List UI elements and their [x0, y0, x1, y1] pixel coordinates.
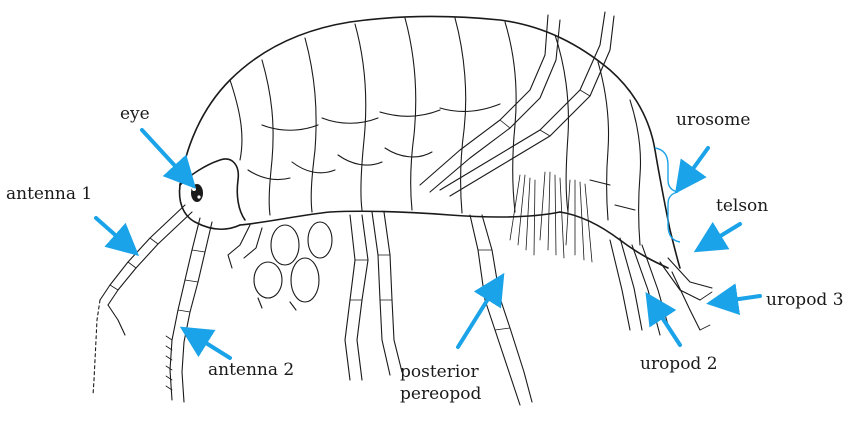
label-eye: eye — [120, 104, 150, 124]
label-uropod-2: uropod 2 — [640, 354, 718, 374]
label-pereopod: pereopod — [400, 384, 481, 404]
arrow-eye — [142, 130, 188, 180]
uropods — [610, 238, 712, 335]
label-antenna-2: antenna 2 — [208, 360, 294, 380]
label-urosome: urosome — [676, 110, 750, 130]
label-uropod-3: uropod 3 — [766, 290, 844, 310]
body-outline — [180, 16, 680, 268]
arrow-uropod-3 — [718, 296, 760, 302]
arrow-uropod-2 — [652, 302, 680, 345]
arrow-telson — [704, 224, 740, 246]
arrow-posterior-pereopod — [458, 283, 498, 347]
antenna-2-shape — [166, 218, 212, 402]
posterior-pereopod-shape — [420, 12, 614, 405]
label-posterior: posterior — [400, 362, 479, 382]
middle-pereopods — [345, 212, 402, 380]
body-segments — [230, 18, 641, 245]
antenna-1-shape — [93, 205, 192, 395]
urosome-bracket — [655, 148, 680, 242]
annotation-arrows — [96, 130, 760, 358]
arrow-antenna-2 — [190, 333, 230, 358]
eye-shape — [191, 184, 203, 202]
arrow-antenna-1 — [96, 218, 130, 248]
label-telson: telson — [716, 196, 768, 216]
arrow-urosome — [682, 148, 708, 184]
gnathopods — [228, 222, 332, 310]
label-antenna-1: antenna 1 — [6, 184, 92, 204]
